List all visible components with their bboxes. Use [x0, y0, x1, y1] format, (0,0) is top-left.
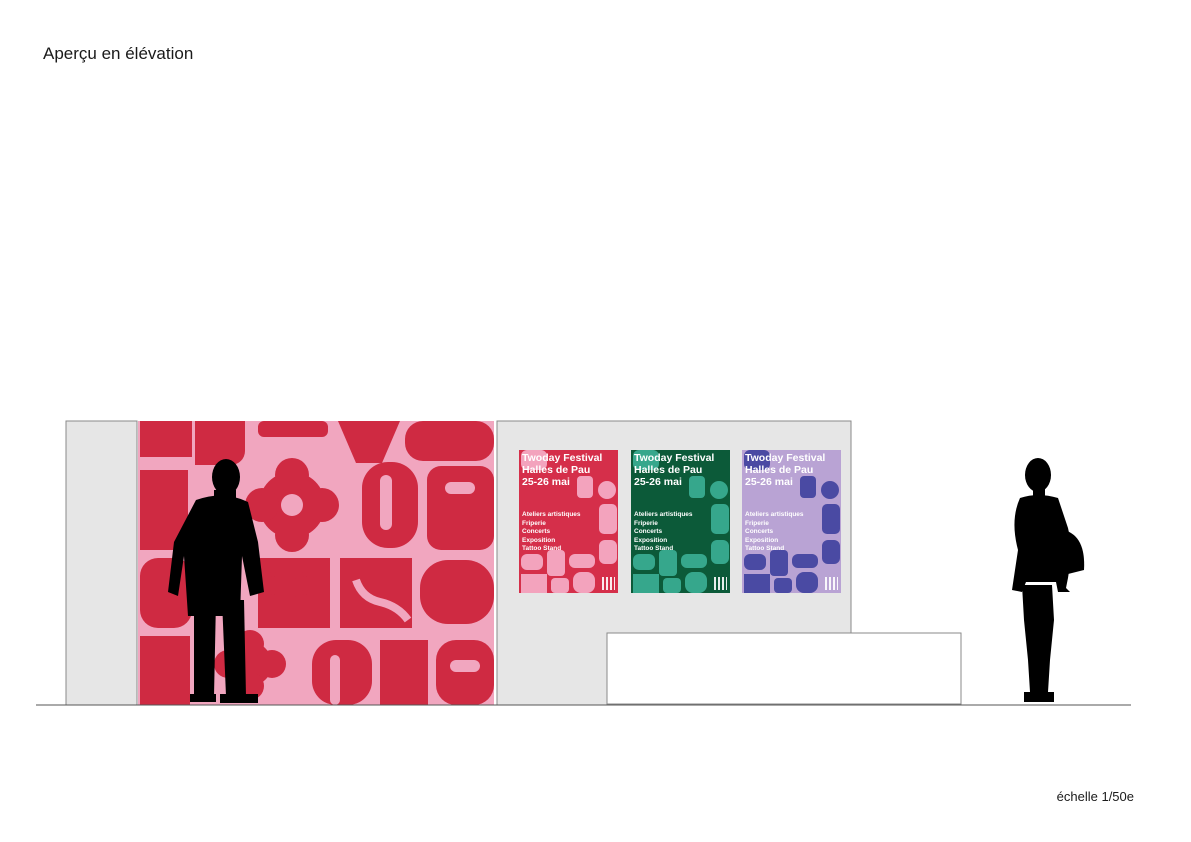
poster-activity-item: Friperie [522, 519, 546, 527]
poster-activity-item: Friperie [634, 519, 658, 527]
poster-title: Twoday Festival Halles de Pau 25-26 mai [745, 452, 826, 488]
poster-activity-item: Concerts [634, 528, 663, 536]
qr-code-icon [825, 577, 838, 590]
poster-activity-item: Friperie [745, 519, 769, 527]
poster-activity-item: Tattoo Stand [522, 545, 562, 553]
poster-activity-item: Exposition [745, 536, 779, 544]
poster-title: Twoday Festival Halles de Pau 25-26 mai [634, 452, 715, 488]
poster-activity-item: Ateliers artistiques [634, 511, 693, 518]
poster-title: Twoday Festival Halles de Pau 25-26 mai [522, 452, 603, 488]
page-title: Aperçu en élévation [43, 44, 194, 63]
poster-activity-item: Exposition [634, 536, 668, 544]
scale-label: échelle 1/50e [1056, 789, 1134, 804]
woman-silhouette [1012, 458, 1085, 702]
qr-code-icon [714, 577, 727, 590]
counter [606, 632, 962, 705]
poster-activity-item: Concerts [745, 528, 774, 536]
poster-activity-item: Exposition [522, 536, 556, 544]
man-silhouette [168, 459, 264, 703]
poster-activity-item: Tattoo Stand [634, 545, 674, 553]
poster-activity-item: Concerts [522, 528, 551, 536]
poster-activity-item: Tattoo Stand [745, 545, 785, 553]
poster-activity-item: Ateliers artistiques [522, 511, 581, 518]
qr-code-icon [602, 577, 615, 590]
poster-activity-item: Ateliers artistiques [745, 511, 804, 518]
wall-panel-left [65, 420, 138, 706]
